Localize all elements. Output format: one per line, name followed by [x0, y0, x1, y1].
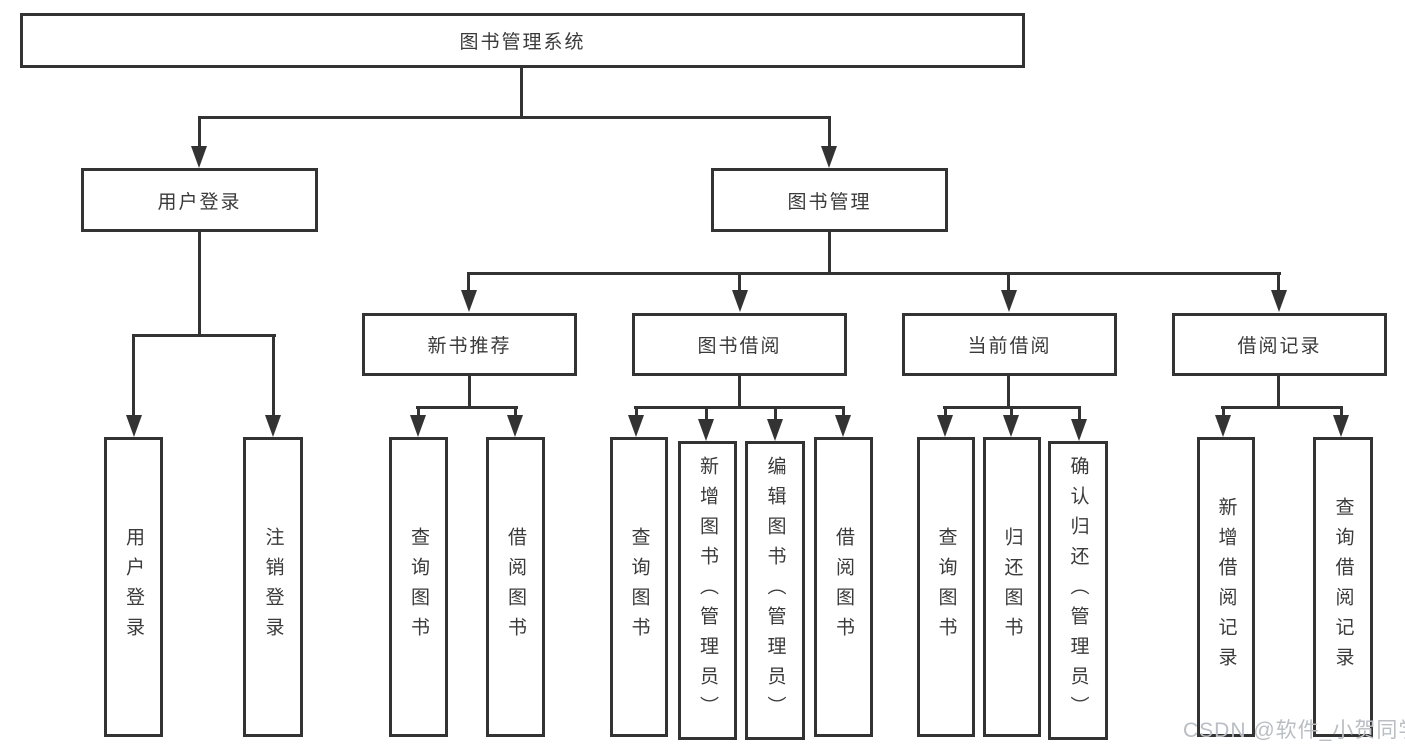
- leaf-borrow-query-books: 查询图书: [610, 437, 668, 737]
- leaf-confirm-return-admin-label: 确认归还（管理员）: [1067, 455, 1089, 726]
- arrow-down-icon: [767, 419, 783, 441]
- leaf-add-borrow-record: 新增借阅记录: [1197, 437, 1255, 737]
- connector-line: [467, 272, 1281, 275]
- arrow-down-icon: [1333, 415, 1349, 437]
- arrow-down-icon: [461, 290, 477, 312]
- node-new-book-recommend-label: 新书推荐: [427, 336, 512, 357]
- arrow-down-icon: [1071, 419, 1087, 441]
- connector-line: [468, 376, 471, 408]
- arrow-down-icon: [507, 415, 523, 437]
- node-book-borrow-label: 图书借阅: [697, 336, 782, 357]
- arrow-down-icon: [1215, 415, 1231, 437]
- connector-line: [634, 406, 845, 409]
- arrow-down-icon: [1271, 290, 1287, 312]
- node-current-borrow: 当前借阅: [902, 313, 1117, 376]
- node-current-borrow-label: 当前借阅: [967, 336, 1052, 357]
- arrow-down-icon: [732, 290, 748, 312]
- connector-line: [1340, 406, 1343, 420]
- connector-line: [1007, 272, 1010, 294]
- connector-line: [1221, 406, 1343, 409]
- leaf-recommend-query-books-label: 查询图书: [408, 527, 429, 647]
- arrow-down-icon: [410, 415, 426, 437]
- leaf-user-login: 用户登录: [104, 437, 163, 737]
- connector-line: [1010, 406, 1013, 420]
- connector-line: [1277, 272, 1280, 294]
- arrow-down-icon: [821, 146, 837, 168]
- connector-line: [774, 406, 777, 420]
- arrow-down-icon: [698, 419, 714, 441]
- connector-line: [520, 68, 523, 118]
- arrow-down-icon: [1003, 415, 1019, 437]
- leaf-logout: 注销登录: [243, 437, 303, 737]
- connector-line: [828, 116, 831, 148]
- node-root: 图书管理系统: [20, 13, 1025, 68]
- node-root-label: 图书管理系统: [459, 32, 586, 53]
- leaf-recommend-borrow-books: 借阅图书: [486, 437, 545, 737]
- connector-line: [198, 116, 201, 148]
- leaf-recommend-borrow-books-label: 借阅图书: [505, 527, 526, 647]
- leaf-logout-label: 注销登录: [262, 527, 284, 647]
- connector-line: [198, 232, 201, 336]
- arrow-down-icon: [191, 146, 207, 168]
- node-new-book-recommend: 新书推荐: [362, 313, 577, 376]
- arrow-down-icon: [835, 415, 851, 437]
- connector-line: [132, 334, 276, 337]
- connector-line: [738, 272, 741, 294]
- leaf-return-books: 归还图书: [983, 437, 1041, 737]
- node-user-login-label: 用户登录: [157, 191, 242, 213]
- connector-line: [417, 406, 420, 420]
- node-user-login: 用户登录: [81, 168, 318, 232]
- connector-line: [738, 376, 741, 408]
- connector-line: [272, 334, 275, 418]
- connector-line: [944, 406, 947, 420]
- arrow-down-icon: [126, 415, 142, 437]
- node-book-borrow: 图书借阅: [632, 313, 847, 376]
- connector-line: [1277, 376, 1280, 408]
- leaf-add-book-admin-label: 新增图书（管理员）: [697, 455, 718, 726]
- leaf-borrow-borrow-books-label: 借阅图书: [833, 527, 854, 647]
- node-borrow-records: 借阅记录: [1172, 313, 1387, 376]
- leaf-query-borrow-record-label: 查询借阅记录: [1332, 497, 1354, 677]
- connector-line: [1222, 406, 1225, 420]
- leaf-current-query-books: 查询图书: [917, 437, 975, 737]
- arrow-down-icon: [265, 415, 281, 437]
- leaf-return-books-label: 归还图书: [1001, 527, 1023, 647]
- connector-line: [842, 406, 845, 420]
- csdn-watermark: CSDN @软件_小贺同学: [1183, 719, 1405, 742]
- arrow-down-icon: [628, 415, 644, 437]
- leaf-confirm-return-admin: 确认归还（管理员）: [1048, 441, 1108, 740]
- node-book-management-label: 图书管理: [787, 191, 872, 213]
- leaf-edit-book-admin: 编辑图书（管理员）: [745, 441, 805, 740]
- connector-line: [132, 334, 135, 418]
- connector-line: [416, 406, 518, 409]
- connector-line: [514, 406, 517, 420]
- connector-line: [198, 116, 831, 119]
- leaf-current-query-books-label: 查询图书: [935, 527, 957, 647]
- leaf-borrow-borrow-books: 借阅图书: [814, 437, 873, 737]
- arrow-down-icon: [1001, 290, 1017, 312]
- leaf-recommend-query-books: 查询图书: [389, 437, 448, 737]
- node-borrow-records-label: 借阅记录: [1237, 336, 1322, 357]
- arrow-down-icon: [937, 415, 953, 437]
- connector-line: [1078, 406, 1081, 420]
- leaf-borrow-query-books-label: 查询图书: [628, 527, 650, 647]
- connector-line: [1007, 376, 1010, 408]
- connector-line: [467, 272, 470, 294]
- leaf-add-borrow-record-label: 新增借阅记录: [1215, 497, 1237, 677]
- leaf-add-book-admin: 新增图书（管理员）: [678, 441, 737, 740]
- leaf-query-borrow-record: 查询借阅记录: [1313, 437, 1373, 737]
- connector-line: [828, 232, 831, 274]
- connector-line: [635, 406, 638, 420]
- leaf-user-login-label: 用户登录: [123, 527, 144, 647]
- node-book-management: 图书管理: [711, 168, 948, 232]
- connector-line: [705, 406, 708, 420]
- leaf-edit-book-admin-label: 编辑图书（管理员）: [764, 455, 786, 726]
